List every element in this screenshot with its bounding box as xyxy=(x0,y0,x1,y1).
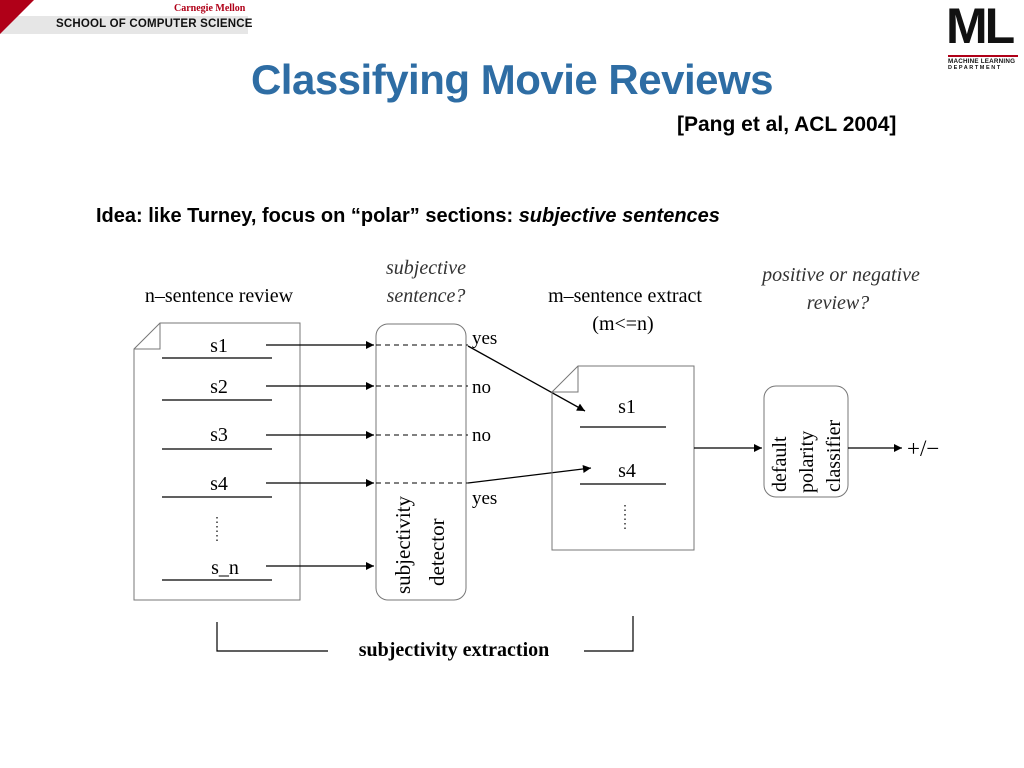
bracket-left xyxy=(216,622,328,652)
yes-arrow-s4 xyxy=(467,464,592,484)
slide-title: Classifying Movie Reviews xyxy=(250,56,774,103)
decision-label: no xyxy=(472,377,491,398)
ml-logo-line1: MACHINE LEARNING xyxy=(948,58,1016,65)
subjectivity-detector-box xyxy=(375,323,467,601)
sentence-to-detector-arrows xyxy=(266,341,374,570)
review-sentence-label: s_n xyxy=(211,557,239,579)
ml-logo-line2: DEPARTMENT xyxy=(948,65,1002,71)
review-sentence-row: s3 xyxy=(162,424,272,450)
m-extract-sub: (m<=n) xyxy=(592,313,653,335)
ml-logo-letters: ML xyxy=(946,0,1015,54)
review-sentence-row: s_n xyxy=(162,557,272,581)
review-sentence-label: s4 xyxy=(210,473,228,495)
m-extract-label: m–sentence extract xyxy=(548,285,702,307)
yes-arrow-s1 xyxy=(467,345,586,412)
output-label: +/− xyxy=(907,436,939,461)
classifier-label-line2: polarity xyxy=(796,431,818,493)
subjective-question-line2: sentence? xyxy=(387,285,466,307)
ml-logo-rule xyxy=(948,55,1018,57)
idea-prefix: Idea: like Turney, focus on “polar” sect… xyxy=(96,205,519,227)
classifier-label-line1: default xyxy=(769,436,791,492)
classifier-label-line3: classifier xyxy=(823,419,845,492)
review-sentence-label: s1 xyxy=(210,335,228,357)
bracket-label: subjectivity extraction xyxy=(359,639,550,661)
school-name: SCHOOL OF COMPUTER SCIENCE xyxy=(56,18,253,30)
review-sentence-row: s1 xyxy=(162,335,272,359)
detector-dashed-lines xyxy=(376,344,468,484)
extract-sentence-label: s4 xyxy=(618,460,636,482)
review-sentence-row: s2 xyxy=(162,376,272,401)
extract-document xyxy=(551,365,695,551)
review-document xyxy=(133,322,301,601)
extract-sentence-label: s1 xyxy=(618,396,636,418)
idea-text: Idea: like Turney, focus on “polar” sect… xyxy=(96,205,720,228)
polarity-question-line1: positive or negative xyxy=(760,264,920,286)
subjective-question-line1: subjective xyxy=(386,257,466,279)
polarity-classifier-box xyxy=(763,385,849,498)
bracket-right xyxy=(584,616,634,652)
polarity-question-line2: review? xyxy=(807,292,870,314)
decision-label: yes xyxy=(472,488,497,509)
idea-emphasis: subjective sentences xyxy=(518,205,720,227)
citation: [Pang et al, ACL 2004] xyxy=(677,113,897,136)
review-sentence-row: s4 xyxy=(162,473,272,498)
review-document-fold xyxy=(134,323,161,350)
extract-sentence-row: s1 xyxy=(580,396,666,428)
extract-document-fold xyxy=(552,366,579,393)
extract-sentence-row: s4 xyxy=(580,460,666,485)
decision-label: yes xyxy=(472,328,497,349)
institution-name: Carnegie Mellon xyxy=(174,3,246,14)
detector-label-line2: detector xyxy=(425,518,449,586)
cmu-red-corner xyxy=(0,0,34,34)
detector-label-line1: subjectivity xyxy=(391,496,415,594)
header-bar xyxy=(0,16,248,34)
review-sentence-label: s2 xyxy=(210,376,228,398)
review-sentence-label: s3 xyxy=(210,424,228,446)
decision-label: no xyxy=(472,425,491,446)
n-review-label: n–sentence review xyxy=(145,285,294,307)
